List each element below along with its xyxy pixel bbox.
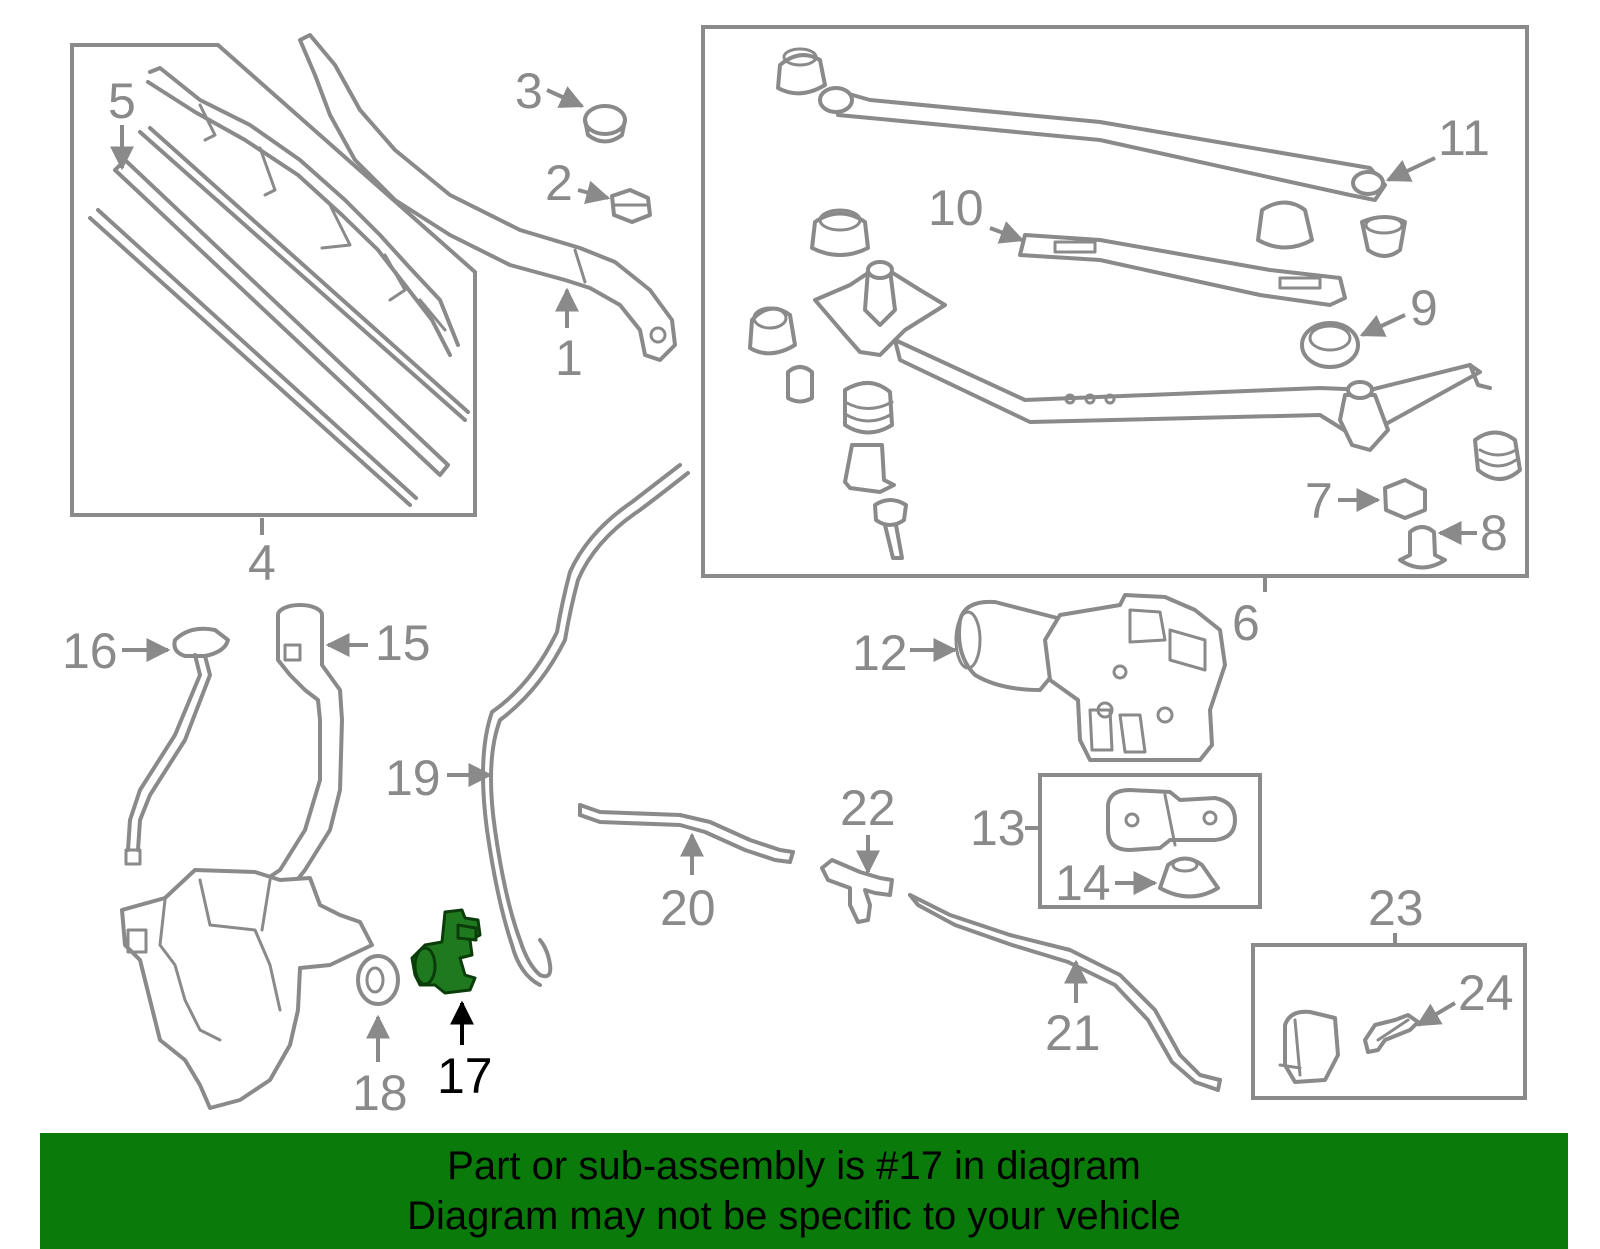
callout-3: 3 bbox=[515, 63, 543, 119]
callout-24: 24 bbox=[1458, 965, 1514, 1021]
hose-19 bbox=[481, 463, 690, 987]
bracket-group bbox=[1038, 773, 1262, 909]
callout-17: 17 bbox=[437, 1048, 493, 1104]
callout-22: 22 bbox=[840, 780, 896, 836]
callout-2-arrow bbox=[577, 180, 611, 205]
info-banner: Part or sub-assembly is #17 in diagram D… bbox=[40, 1133, 1568, 1249]
hose-20 bbox=[578, 803, 795, 864]
wiper-arm bbox=[298, 33, 677, 362]
callout-24-arrow bbox=[1415, 1001, 1457, 1027]
callout-10: 10 bbox=[928, 180, 984, 236]
callout-18: 18 bbox=[352, 1065, 408, 1121]
callout-3-arrow bbox=[546, 86, 585, 108]
callout-19: 19 bbox=[385, 750, 441, 806]
callout-15: 15 bbox=[375, 615, 431, 671]
callout-23: 23 bbox=[1368, 880, 1424, 936]
callout-9: 9 bbox=[1410, 280, 1438, 336]
washer-pump-highlighted bbox=[410, 908, 482, 995]
wiper-linkage-group bbox=[701, 25, 1529, 578]
hose-tee bbox=[820, 858, 894, 924]
callout-2: 2 bbox=[545, 155, 573, 211]
callout-20: 20 bbox=[660, 880, 716, 936]
nut-cap bbox=[583, 104, 627, 144]
pump-grommet bbox=[356, 954, 400, 1006]
callout-11: 11 bbox=[1438, 110, 1490, 166]
callout-1: 1 bbox=[555, 330, 583, 386]
callouts: 1 2 3 4 5 6 7 8 9 10 11 12 13 14 15 16 1 bbox=[62, 63, 1514, 1121]
nozzle-group bbox=[1251, 943, 1527, 1100]
callout-5: 5 bbox=[108, 73, 136, 129]
nut bbox=[610, 188, 652, 224]
callout-8: 8 bbox=[1480, 505, 1508, 561]
callout-9-arrow bbox=[1359, 313, 1406, 337]
callout-12: 12 bbox=[852, 625, 908, 681]
banner-line-2: Diagram may not be specific to your vehi… bbox=[407, 1194, 1181, 1238]
callout-21: 21 bbox=[1045, 1005, 1101, 1061]
hose-21 bbox=[908, 893, 1222, 1092]
banner-line-1: Part or sub-assembly is #17 in diagram bbox=[447, 1144, 1141, 1188]
washer-reservoir bbox=[120, 868, 374, 1110]
callout-14: 14 bbox=[1055, 855, 1111, 911]
cap-hose bbox=[124, 626, 230, 866]
callout-4: 4 bbox=[248, 535, 276, 591]
callout-6: 6 bbox=[1232, 595, 1260, 651]
callout-7: 7 bbox=[1305, 473, 1333, 529]
callout-10-arrow bbox=[989, 221, 1025, 244]
callout-13: 13 bbox=[970, 800, 1026, 856]
callout-11-arrow bbox=[1385, 156, 1436, 182]
wiper-motor bbox=[954, 593, 1227, 762]
filler-neck bbox=[263, 603, 344, 897]
callout-16: 16 bbox=[62, 623, 118, 679]
